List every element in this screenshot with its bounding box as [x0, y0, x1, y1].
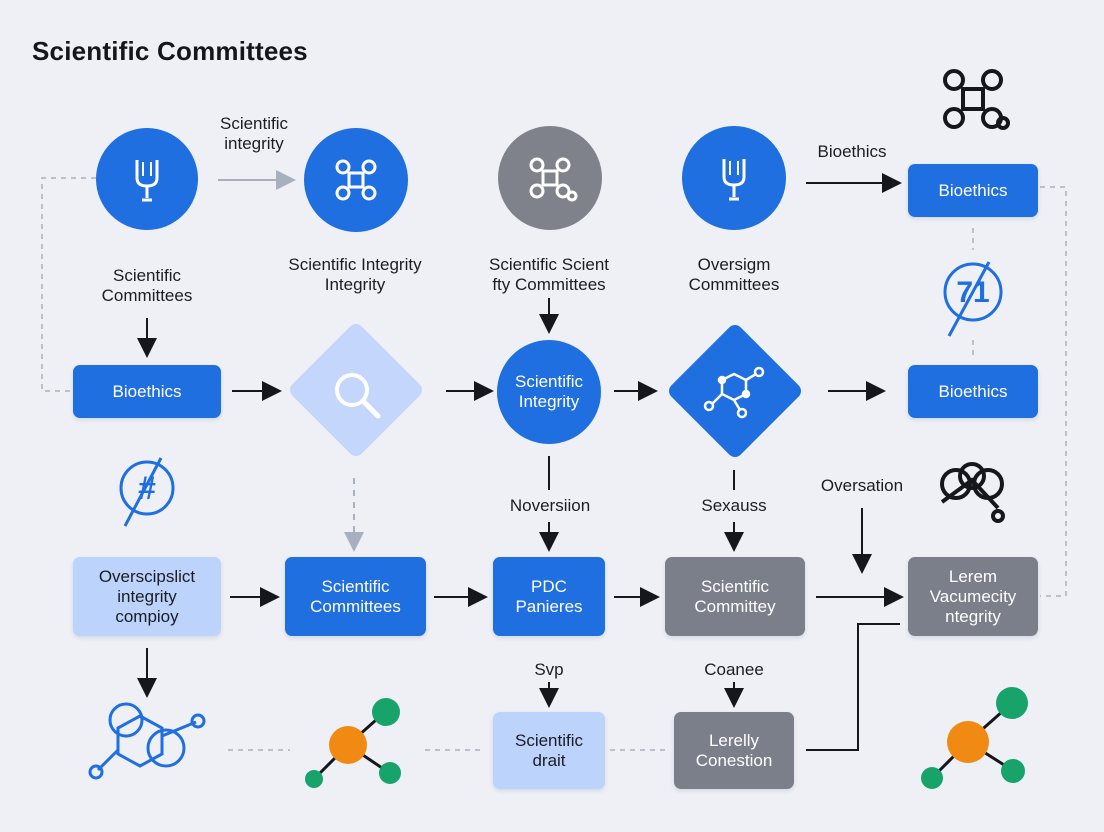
- label-col3: Scientific Scient fty Committees: [489, 255, 609, 294]
- node-overscipslict[interactable]: Overscipslict integrity compioy: [73, 557, 221, 636]
- tuning-fork-icon: [722, 159, 746, 201]
- command-icon: [529, 157, 578, 202]
- molecule-icon-color-1: [305, 698, 401, 788]
- label-noversion: Noversiion: [509, 496, 591, 515]
- molecule-icon-blue: [88, 702, 206, 780]
- svg-text:#: #: [138, 470, 156, 506]
- node-lerem[interactable]: Lerem Vacumecity ntegrity: [908, 557, 1038, 636]
- slashed-71-icon: 71: [943, 261, 1003, 337]
- node-bioethics-top-right[interactable]: Bioethics: [908, 164, 1038, 217]
- node-bioethics-right-mid[interactable]: Bioethics: [908, 365, 1038, 418]
- node-bioethics-left[interactable]: Bioethics: [73, 365, 221, 418]
- tuning-fork-node-2[interactable]: [682, 126, 786, 230]
- tuning-fork-node-1[interactable]: [96, 128, 198, 230]
- label-col2: Scientific Integrity Integrity: [288, 255, 422, 294]
- node-scientific-committey[interactable]: Scientific Committey: [665, 557, 805, 636]
- label-col1: Scientific Committees: [101, 266, 193, 305]
- command-icon: [335, 159, 377, 201]
- label-col4: Oversigm Committees: [688, 255, 780, 294]
- search-icon: [335, 373, 381, 419]
- molecule-icon-color-2: [921, 687, 1028, 789]
- label-svp: Svp: [534, 660, 564, 679]
- command-icon-large: [943, 69, 1010, 130]
- label-bioethics-top: Bioethics: [817, 142, 887, 161]
- hash-icon: #: [119, 457, 175, 527]
- molecule-icon: [703, 366, 765, 419]
- label-coanee: Coanee: [704, 660, 764, 679]
- node-scientific-drait[interactable]: Scientific drait: [493, 712, 605, 789]
- node-scientific-committees[interactable]: Scientific Committees: [285, 557, 426, 636]
- label-oversation: Oversation: [820, 476, 904, 495]
- command-node-1[interactable]: [304, 128, 408, 232]
- tuning-fork-icon: [135, 160, 159, 202]
- label-scientific-integrity-top: Scientific integrity: [219, 114, 289, 153]
- node-lerelly-conestion[interactable]: Lerelly Conestion: [674, 712, 794, 789]
- label-sexauss: Sexauss: [701, 496, 767, 515]
- command-node-2[interactable]: [498, 126, 602, 230]
- page-title: Scientific Committees: [32, 36, 308, 66]
- node-scientific-integrity-circle[interactable]: Scientific Integrity: [497, 340, 601, 444]
- node-pdc-panieres[interactable]: PDC Panieres: [493, 557, 605, 636]
- knot-icon: [940, 462, 1005, 523]
